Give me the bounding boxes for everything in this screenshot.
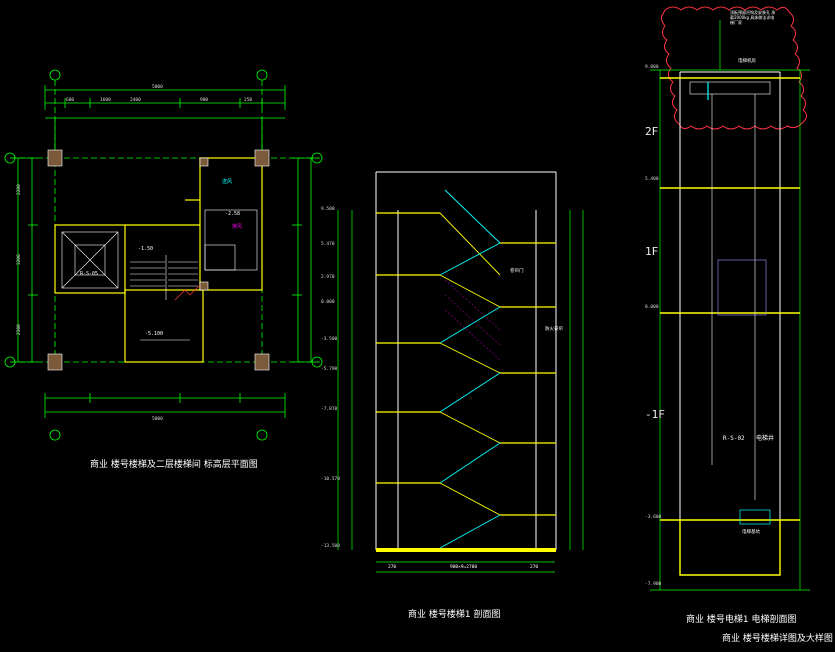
elevator-tag-suffix: 电梯井 bbox=[756, 434, 774, 442]
plan-dim-side-1: 2200 bbox=[16, 184, 22, 195]
elevator-level-4: -7.900 bbox=[645, 581, 662, 587]
plan-stair-tag: R-S-05 bbox=[80, 271, 98, 277]
plan-caption: 商业 楼号楼梯及二层楼梯间 标高层平面图 bbox=[90, 458, 258, 470]
floor-plan: 5000 2400 900 1600 250 600 5000 2200 320… bbox=[4, 69, 323, 470]
floor-2f-label: 2F bbox=[645, 125, 658, 138]
revision-cloud bbox=[660, 6, 807, 130]
elevator-tag: R-S-02 bbox=[723, 435, 745, 442]
elevator-pit-label: 电梯基坑 bbox=[742, 528, 760, 535]
plan-dim-side-3: 2500 bbox=[16, 324, 22, 335]
elevator-level-3: -3.600 bbox=[645, 514, 662, 520]
section-level-2: 2.970 bbox=[321, 274, 335, 280]
section-level-7: -10.570 bbox=[321, 476, 340, 482]
plan-level-1: -2.58 bbox=[225, 211, 240, 217]
plan-room-label: 送风 bbox=[222, 178, 232, 185]
plan-dim-top-5: 600 bbox=[66, 97, 74, 103]
section-dim-bottom-3: 270 bbox=[530, 564, 538, 570]
section-dim-bottom-1: 270 bbox=[388, 564, 396, 570]
section-level-5: -5.790 bbox=[321, 366, 338, 372]
plan-dim-bottom-total: 5000 bbox=[152, 416, 163, 422]
plan-dim-top-total: 5000 bbox=[152, 84, 163, 90]
plan-dim-side-2: 3200 bbox=[16, 254, 22, 265]
section-caption: 商业 楼号楼梯1 剖面图 bbox=[408, 608, 500, 620]
section-level-4: -3.500 bbox=[321, 336, 338, 342]
plan-dim-top-2: 900 bbox=[200, 97, 208, 103]
elevator-section: 2F 1F -1F 9.800 5.400 0.000 -3.600 -7.90… bbox=[645, 6, 833, 644]
plan-dim-top-3: 1600 bbox=[100, 97, 111, 103]
plan-dim-top-1: 2400 bbox=[130, 97, 141, 103]
section-level-1: 5.470 bbox=[321, 241, 335, 247]
elevator-top-label: 电梯机房 bbox=[738, 57, 756, 64]
plan-dim-top-4: 250 bbox=[244, 97, 252, 103]
plan-level-2: -1.50 bbox=[138, 246, 153, 252]
elevator-level-0: 9.800 bbox=[645, 64, 659, 70]
section-label-right-2: 防火卷帘 bbox=[545, 325, 563, 332]
section-dim-bottom-2: 900×9=2700 bbox=[450, 564, 477, 570]
plan-room-label-2: 排风 bbox=[232, 223, 242, 230]
elevator-caption-2: 商业 楼号楼梯详图及大样图 bbox=[722, 632, 833, 644]
elevator-note: 顶板预留吊钩及安装孔 承载2000kg 具体做法详电梯厂家 bbox=[730, 10, 776, 25]
elevator-note-box: 顶板预留吊钩及安装孔 承载2000kg 具体做法详电梯厂家 bbox=[730, 10, 776, 25]
floor-m1f-label: -1F bbox=[645, 408, 665, 421]
section-level-0: 9.500 bbox=[321, 206, 335, 212]
section-level-6: -7.870 bbox=[321, 406, 338, 412]
elevator-level-2: 0.000 bbox=[645, 304, 659, 310]
elevator-caption: 商业 楼号电梯1 电梯剖面图 bbox=[686, 613, 796, 625]
section-level-3: 0.000 bbox=[321, 299, 335, 305]
floor-1f-label: 1F bbox=[645, 245, 658, 258]
elevator-level-1: 5.400 bbox=[645, 176, 659, 182]
section-label-right: 卷帘门 bbox=[510, 267, 524, 274]
stair-section: 9.500 5.470 2.970 0.000 -3.500 -5.790 -7… bbox=[321, 171, 584, 620]
plan-level-3: -5.100 bbox=[145, 331, 163, 337]
section-level-8: -13.500 bbox=[321, 543, 340, 549]
